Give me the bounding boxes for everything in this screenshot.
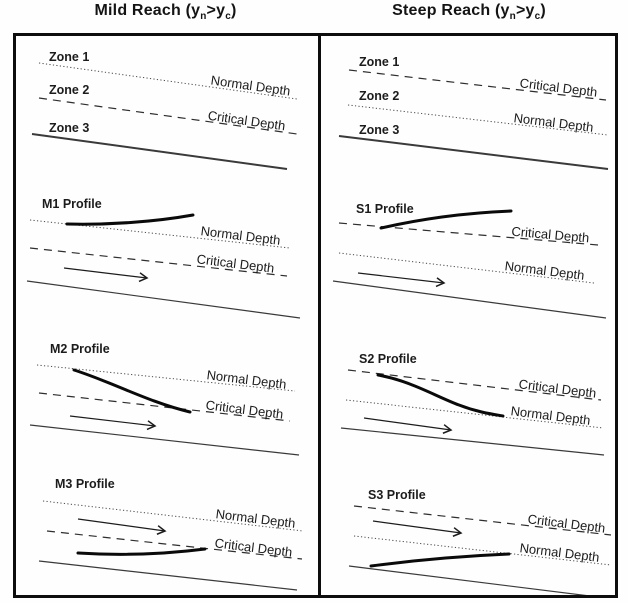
steep-title-sub-n: n (509, 11, 516, 23)
steep-zone3-label: Zone 3 (359, 123, 399, 137)
s3-flow-direction-arrow (372, 520, 463, 537)
s3-critical-depth-label: Critical Depth (527, 511, 606, 535)
m3-profile-label: M3 Profile (55, 477, 115, 491)
m2-critical-depth-line (38, 392, 291, 422)
m3-channel-bed-line (38, 560, 298, 591)
steep-zones-channel-bed-line (338, 135, 609, 170)
s2-channel-bed-line (340, 427, 605, 456)
steep-zones-critical-depth-label: Critical Depth (519, 75, 598, 99)
s3-normal-depth-line (353, 535, 612, 566)
m1-profile-label: M1 Profile (42, 197, 102, 211)
m1-profile-curve (65, 213, 195, 226)
s1-flow-direction-arrow (357, 272, 446, 288)
m3-profile-curve (76, 547, 207, 556)
m3-normal-depth-line (42, 500, 304, 532)
diagram-border: Zone 1 Zone 2 Zone 3 Normal Depth Critic… (13, 33, 618, 598)
panel-divider (318, 36, 321, 595)
s1-normal-depth-line (338, 252, 595, 284)
m2-critical-depth-label: Critical Depth (205, 397, 284, 421)
s2-normal-depth-label: Normal Depth (510, 403, 591, 428)
mild-zones-critical-depth-line (38, 97, 298, 135)
steep-title-prefix: Steep Reach (y (392, 2, 510, 19)
mild-reach-panel: Zone 1 Zone 2 Zone 3 Normal Depth Critic… (26, 50, 304, 591)
m2-profile-curve (72, 368, 192, 414)
m2-normal-depth-line (36, 364, 296, 392)
s1-profile-curve (379, 209, 513, 230)
m2-normal-depth-label: Normal Depth (206, 367, 287, 392)
s2-critical-depth-line (347, 369, 602, 401)
s3-critical-depth-line (353, 505, 612, 536)
mild-title-suffix: ) (230, 2, 237, 19)
mild-zone1-label: Zone 1 (49, 50, 89, 64)
steep-zones-normal-depth-label: Normal Depth (513, 110, 594, 135)
s1-channel-bed-line (332, 280, 607, 319)
s1-critical-depth-label: Critical Depth (511, 224, 590, 246)
m2-profile-label: M2 Profile (50, 342, 110, 356)
s1-normal-depth-label: Normal Depth (504, 258, 585, 283)
mild-zones-normal-depth-line (38, 62, 298, 100)
m2-channel-bed-line (29, 424, 300, 456)
mild-reach-title: Mild Reach (yn>yc) (13, 2, 318, 22)
steep-zones-normal-depth-line (347, 104, 609, 136)
steep-zone2-label: Zone 2 (359, 89, 399, 103)
s3-profile-curve (369, 552, 511, 568)
s2-profile-curve (376, 373, 505, 418)
s1-profile-label: S1 Profile (356, 202, 414, 216)
steep-reach-title: Steep Reach (yn>yc) (320, 2, 618, 22)
mild-zones-critical-depth-label: Critical Depth (207, 108, 286, 134)
mild-zone3-label: Zone 3 (49, 121, 89, 135)
steep-reach-panel: Zone 1 Zone 2 Zone 3 Critical Depth Norm… (332, 55, 612, 595)
m1-critical-depth-line (29, 247, 288, 277)
steep-title-sub-c: c (534, 11, 541, 23)
s2-normal-depth-line (345, 399, 604, 429)
m3-critical-depth-line (46, 530, 303, 560)
s3-channel-bed-line (348, 565, 587, 595)
mild-zones-normal-depth-label: Normal Depth (210, 73, 292, 99)
mild-title-sub-n: n (200, 11, 207, 23)
s2-profile-label: S2 Profile (359, 352, 417, 366)
mild-title-sub-c: c (225, 11, 231, 23)
m2-flow-direction-arrow (69, 415, 157, 431)
s2-critical-depth-label: Critical Depth (518, 376, 597, 400)
mild-title-operator: >y (206, 2, 226, 19)
m3-flow-direction-arrow (77, 518, 167, 535)
m3-critical-depth-label: Critical Depth (214, 535, 293, 559)
m3-normal-depth-label: Normal Depth (215, 506, 296, 531)
steep-title-operator: >y (515, 2, 535, 19)
mild-zones-channel-bed-line (31, 133, 288, 170)
m1-normal-depth-line (29, 219, 291, 249)
m1-critical-depth-label: Critical Depth (196, 251, 275, 275)
m1-flow-direction-arrow (63, 267, 149, 283)
mild-zone2-label: Zone 2 (49, 83, 89, 97)
steep-zone1-label: Zone 1 (359, 55, 399, 69)
m1-channel-bed-line (26, 280, 301, 319)
mild-title-prefix: Mild Reach (y (94, 2, 201, 19)
s2-flow-direction-arrow (363, 417, 453, 434)
s3-normal-depth-label: Normal Depth (519, 540, 600, 565)
steep-title-suffix: ) (540, 2, 546, 19)
m1-normal-depth-label: Normal Depth (200, 223, 281, 248)
s3-profile-label: S3 Profile (368, 488, 426, 502)
steep-zones-critical-depth-line (348, 69, 607, 101)
